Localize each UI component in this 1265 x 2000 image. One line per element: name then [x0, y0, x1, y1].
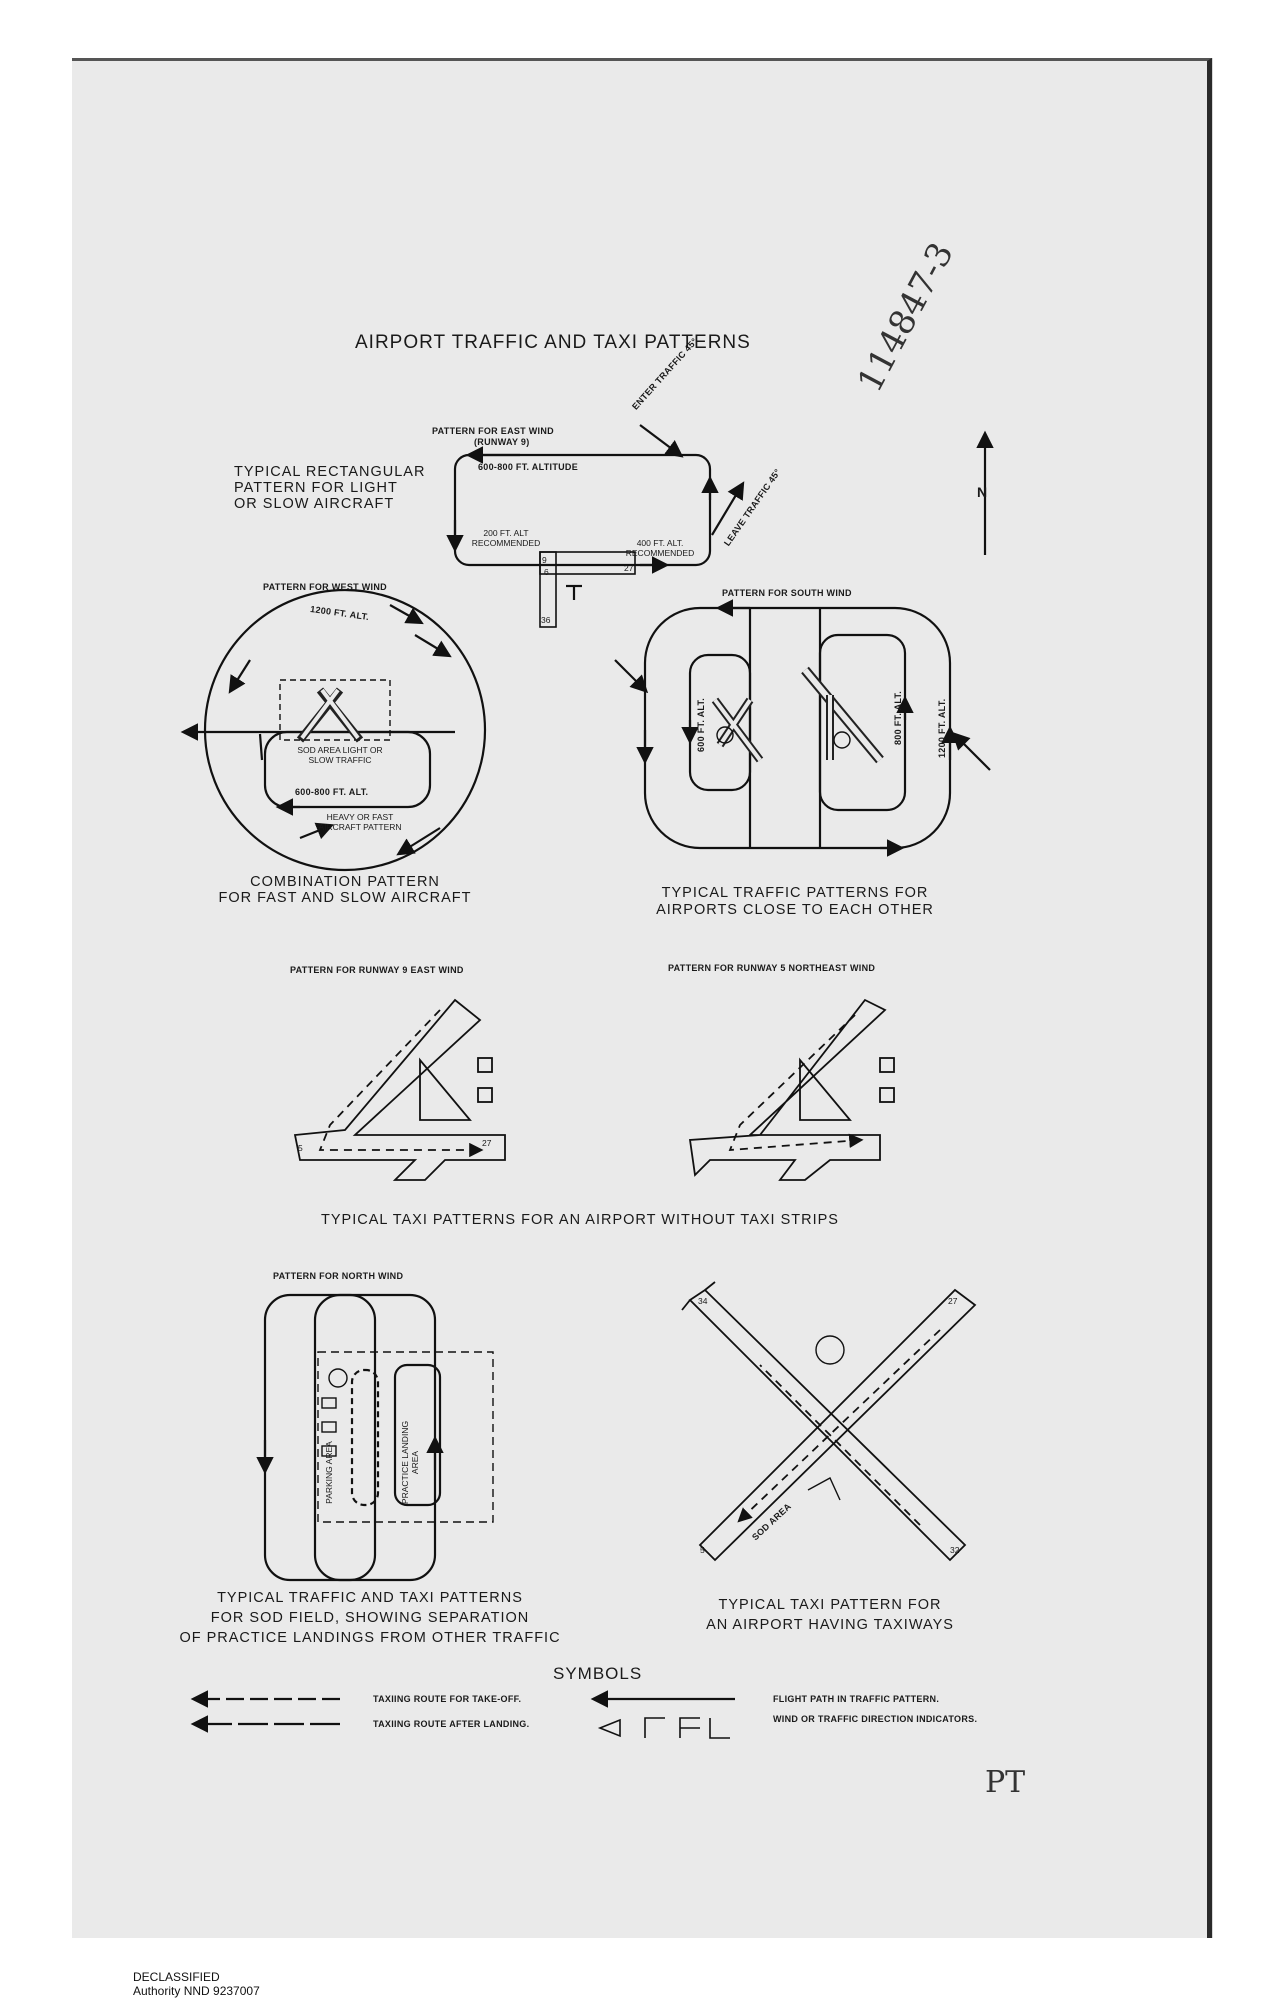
rect-caption-3: OR SLOW AIRCRAFT	[234, 496, 395, 512]
document-sheet	[72, 58, 1212, 1938]
north-label: N	[977, 484, 988, 500]
rect-caption-1: TYPICAL RECTANGULAR	[234, 464, 426, 480]
sod-field-diagram	[256, 1293, 494, 1582]
sod-caption-1: TYPICAL TRAFFIC AND TAXI PATTERNS	[217, 1590, 523, 1606]
close-alt800: 800 FT. ALT.	[893, 690, 903, 745]
symbol-landing-label: TAXIING ROUTE AFTER LANDING.	[373, 1719, 530, 1729]
x-rw-32: 32	[950, 1545, 960, 1555]
symbol-wind-label: WIND OR TRAFFIC DIRECTION INDICATORS.	[773, 1714, 978, 1724]
symbol-takeoff-label: TAXIING ROUTE FOR TAKE-OFF.	[373, 1694, 522, 1704]
combo-caption-1: COMBINATION PATTERN	[250, 874, 440, 890]
close-caption-2: AIRPORTS CLOSE TO EACH OTHER	[656, 902, 934, 918]
taxiways-caption-2: AN AIRPORT HAVING TAXIWAYS	[706, 1617, 954, 1633]
rect-heading-runway: (RUNWAY 9)	[474, 437, 530, 447]
taxi9-rw-5: 5	[298, 1143, 303, 1153]
taxi-runway5-diagram	[688, 998, 895, 1181]
x-rw-27: 27	[948, 1296, 958, 1306]
close-caption-1: TYPICAL TRAFFIC PATTERNS FOR	[661, 885, 929, 901]
combination-pattern-diagram	[180, 588, 487, 872]
taxi9-heading: PATTERN FOR RUNWAY 9 EAST WIND	[290, 965, 464, 975]
authority-stamp: Authority NND 9237007	[133, 1984, 260, 1998]
practice-label: PRACTICE LANDING AREA	[400, 1420, 420, 1505]
combo-alt600: 600-800 FT. ALT.	[295, 787, 369, 797]
rect-heading: PATTERN FOR EAST WIND	[432, 426, 554, 436]
taxi5-heading: PATTERN FOR RUNWAY 5 NORTHEAST WIND	[668, 963, 876, 973]
symbols-heading: SYMBOLS	[553, 1664, 643, 1683]
taxi-caption: TYPICAL TAXI PATTERNS FOR AN AIRPORT WIT…	[321, 1212, 839, 1228]
rect-rw-label-1: 9	[542, 555, 547, 565]
close-heading: PATTERN FOR SOUTH WIND	[722, 588, 852, 598]
combo-caption-2: FOR FAST AND SLOW AIRCRAFT	[218, 890, 472, 906]
symbols-legend	[190, 1690, 735, 1739]
close-airports-diagram	[614, 599, 991, 857]
x-rw-5: 5	[700, 1545, 705, 1555]
close-alt1200: 1200 FT. ALT.	[937, 698, 947, 758]
page-title: AIRPORT TRAFFIC AND TAXI PATTERNS	[355, 332, 751, 353]
close-alt600: 600 FT. ALT.	[696, 697, 706, 752]
x-rw-34: 34	[698, 1296, 708, 1306]
declassified-stamp: DECLASSIFIED	[133, 1970, 220, 1984]
parking-label: PARKING AREA	[324, 1441, 334, 1504]
alt200-label: 200 FT. ALT RECOMMENDED	[471, 528, 541, 548]
taxi-runway9-diagram	[293, 998, 506, 1181]
rect-rw-label-2: 6	[544, 567, 549, 577]
rect-rw-label-3: 27	[624, 563, 634, 573]
taxiways-diagram	[681, 1281, 977, 1562]
rect-caption-2: PATTERN FOR LIGHT	[234, 480, 398, 496]
rect-rw-label-4: 36	[541, 615, 551, 625]
alt400-label: 400 FT. ALT. RECOMMENDED	[625, 538, 695, 558]
rect-altitude-label: 600-800 FT. ALTITUDE	[478, 462, 579, 472]
combo-heading: PATTERN FOR WEST WIND	[263, 582, 387, 592]
sod-caption-2: FOR SOD FIELD, SHOWING SEPARATION	[210, 1610, 530, 1626]
taxiways-caption-1: TYPICAL TAXI PATTERN FOR	[718, 1597, 942, 1613]
combo-heavy-label: HEAVY OR FAST AIRCRAFT PATTERN	[318, 812, 402, 832]
combo-sod-label: SOD AREA LIGHT OR SLOW TRAFFIC	[297, 745, 383, 765]
handwritten-mark: PT	[985, 1765, 1026, 1800]
rectangular-pattern-diagram	[446, 424, 745, 628]
sod-caption-3: OF PRACTICE LANDINGS FROM OTHER TRAFFIC	[179, 1630, 561, 1646]
symbol-flight-label: FLIGHT PATH IN TRAFFIC PATTERN.	[773, 1694, 940, 1704]
taxi9-rw-27: 27	[482, 1138, 492, 1148]
sod-heading: PATTERN FOR NORTH WIND	[273, 1271, 404, 1281]
